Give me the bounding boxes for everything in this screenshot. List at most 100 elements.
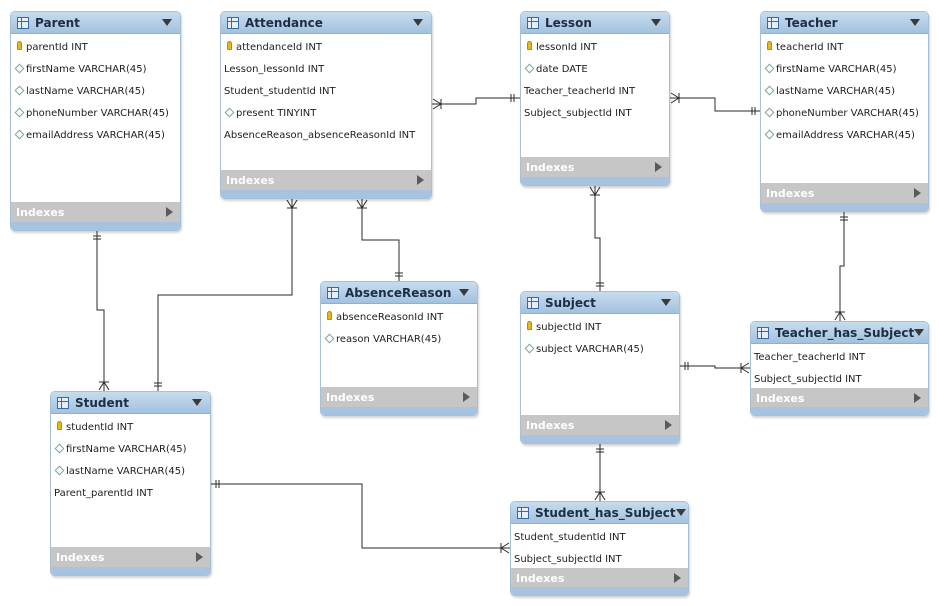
indexes-section[interactable]: Indexes	[511, 568, 688, 588]
column-label: Teacher_teacherId INT	[754, 352, 866, 363]
indexes-section[interactable]: Indexes	[321, 387, 477, 407]
column-diamond-icon	[14, 129, 24, 140]
column-row[interactable]: subject VARCHAR(45)	[521, 339, 679, 361]
indexes-section[interactable]: Indexes	[521, 157, 669, 177]
column-row[interactable]: Lesson_lessonId INT	[221, 59, 431, 81]
collapse-caret-icon[interactable]	[192, 399, 202, 406]
column-row[interactable]: lessonId INT	[521, 37, 669, 59]
entity-student[interactable]: Student studentId INT firstName VARCHAR(…	[50, 391, 211, 576]
column-list: subjectId INT subject VARCHAR(45)	[521, 314, 679, 361]
column-label: AbsenceReason_absenceReasonId INT	[224, 130, 416, 141]
column-row[interactable]: Teacher_teacherId INT	[751, 347, 928, 369]
expand-arrow-icon[interactable]	[196, 552, 203, 562]
entity-header[interactable]: Student_has_Subject	[511, 502, 688, 524]
primary-key-icon	[766, 41, 772, 50]
column-icon	[524, 37, 534, 59]
column-row[interactable]: lastName VARCHAR(45)	[11, 81, 180, 103]
column-list: parentId INT firstName VARCHAR(45) lastN…	[11, 34, 180, 147]
column-row[interactable]: Subject_subjectId INT	[511, 549, 688, 571]
column-row[interactable]: lastName VARCHAR(45)	[51, 461, 210, 483]
column-row[interactable]: Parent_parentId INT	[51, 483, 210, 505]
entity-header[interactable]: Student	[51, 392, 210, 414]
column-row[interactable]: absenceReasonId INT	[321, 307, 477, 329]
collapse-caret-icon[interactable]	[651, 19, 661, 26]
column-row[interactable]: Teacher_teacherId INT	[521, 81, 669, 103]
expand-arrow-icon[interactable]	[914, 393, 921, 403]
relationship-subject-ths	[680, 365, 750, 369]
expand-arrow-icon[interactable]	[463, 392, 470, 402]
expand-arrow-icon[interactable]	[914, 188, 921, 198]
column-row[interactable]: parentId INT	[11, 37, 180, 59]
collapse-caret-icon[interactable]	[162, 19, 172, 26]
column-row[interactable]: attendanceId INT	[221, 37, 431, 59]
entity-header[interactable]: Attendance	[221, 12, 431, 34]
table-icon	[517, 506, 529, 519]
entity-footer	[11, 222, 180, 230]
entity-student-has-subject[interactable]: Student_has_Subject Student_studentId IN…	[510, 501, 689, 596]
column-list: attendanceId INT Lesson_lessonId INT Stu…	[221, 34, 431, 147]
indexes-section[interactable]: Indexes	[751, 388, 928, 408]
entity-attendance[interactable]: Attendance attendanceId INT Lesson_lesso…	[220, 11, 432, 199]
expand-arrow-icon[interactable]	[417, 175, 424, 185]
column-row[interactable]: reason VARCHAR(45)	[321, 329, 477, 351]
entity-header[interactable]: Subject	[521, 292, 679, 314]
primary-key-icon	[526, 41, 532, 50]
entity-header[interactable]: Teacher	[761, 12, 928, 34]
indexes-label: Indexes	[756, 391, 805, 405]
expand-arrow-icon[interactable]	[655, 162, 662, 172]
entity-header[interactable]: Parent	[11, 12, 180, 34]
column-row[interactable]: Student_studentId INT	[511, 527, 688, 549]
crows-foot-mark	[594, 491, 601, 501]
column-row[interactable]: lastName VARCHAR(45)	[761, 81, 928, 103]
column-row[interactable]: phoneNumber VARCHAR(45)	[11, 103, 180, 125]
relationship-student-attendance	[157, 199, 293, 391]
collapse-caret-icon[interactable]	[459, 289, 469, 296]
primary-key-icon	[226, 41, 232, 50]
collapse-caret-icon[interactable]	[413, 19, 423, 26]
column-diamond-icon	[764, 129, 774, 140]
column-row[interactable]: firstName VARCHAR(45)	[11, 59, 180, 81]
entity-absence-reason[interactable]: AbsenceReason absenceReasonId INT reason…	[320, 281, 478, 416]
entity-parent[interactable]: Parent parentId INT firstName VARCHAR(45…	[10, 11, 181, 231]
column-row[interactable]: Student_studentId INT	[221, 81, 431, 103]
indexes-section[interactable]: Indexes	[51, 547, 210, 567]
entity-teacher[interactable]: Teacher teacherId INT firstName VARCHAR(…	[760, 11, 929, 212]
indexes-section[interactable]: Indexes	[521, 415, 679, 435]
column-row[interactable]: AbsenceReason_absenceReasonId INT	[221, 125, 431, 147]
entity-header[interactable]: AbsenceReason	[321, 282, 477, 304]
column-row[interactable]: firstName VARCHAR(45)	[51, 439, 210, 461]
crows-foot-mark	[834, 311, 841, 321]
column-label: emailAddress VARCHAR(45)	[26, 130, 165, 141]
column-row[interactable]: date DATE	[521, 59, 669, 81]
collapse-caret-icon[interactable]	[910, 19, 920, 26]
entity-header[interactable]: Lesson	[521, 12, 669, 34]
expand-arrow-icon[interactable]	[674, 573, 681, 583]
collapse-caret-icon[interactable]	[914, 329, 925, 336]
column-icon	[764, 103, 774, 125]
entity-footer	[51, 567, 210, 575]
column-icon	[54, 461, 64, 483]
column-row[interactable]: phoneNumber VARCHAR(45)	[761, 103, 928, 125]
entity-header[interactable]: Teacher_has_Subject	[751, 322, 928, 344]
column-row[interactable]: Subject_subjectId INT	[521, 103, 669, 125]
column-row[interactable]: emailAddress VARCHAR(45)	[11, 125, 180, 147]
table-icon	[757, 326, 769, 339]
column-row[interactable]: Subject_subjectId INT	[751, 369, 928, 391]
indexes-section[interactable]: Indexes	[761, 183, 928, 203]
column-row[interactable]: emailAddress VARCHAR(45)	[761, 125, 928, 147]
column-row[interactable]: studentId INT	[51, 417, 210, 439]
entity-lesson[interactable]: Lesson lessonId INT date DATE Teacher_te…	[520, 11, 670, 186]
entity-footer	[221, 190, 431, 198]
column-row[interactable]: teacherId INT	[761, 37, 928, 59]
indexes-section[interactable]: Indexes	[11, 202, 180, 222]
indexes-section[interactable]: Indexes	[221, 170, 431, 190]
column-row[interactable]: firstName VARCHAR(45)	[761, 59, 928, 81]
expand-arrow-icon[interactable]	[665, 420, 672, 430]
expand-arrow-icon[interactable]	[166, 207, 173, 217]
column-row[interactable]: subjectId INT	[521, 317, 679, 339]
entity-teacher-has-subject[interactable]: Teacher_has_Subject Teacher_teacherId IN…	[750, 321, 929, 416]
collapse-caret-icon[interactable]	[661, 299, 671, 306]
entity-subject[interactable]: Subject subjectId INT subject VARCHAR(45…	[520, 291, 680, 444]
column-row[interactable]: present TINYINT	[221, 103, 431, 125]
collapse-caret-icon[interactable]	[675, 509, 686, 516]
